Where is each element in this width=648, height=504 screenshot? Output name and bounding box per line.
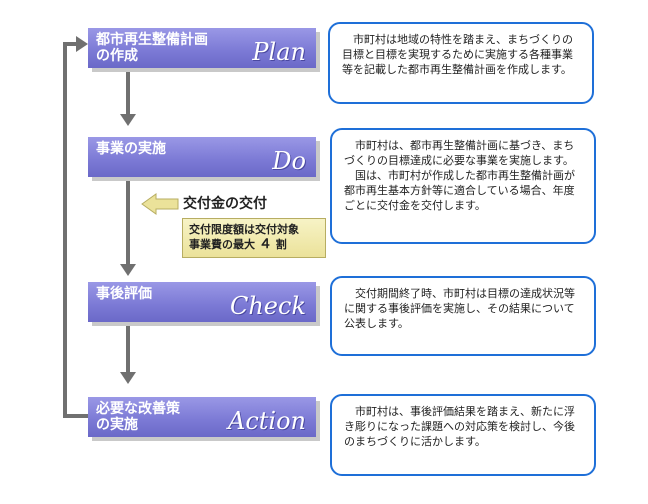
stage-plan: 都市再生整備計画 の作成 Plan [88, 28, 316, 68]
callout-line2-number: ４ [258, 237, 272, 252]
desc-do-text-2: 国は、市町村が作成した都市再生整備計画が都市再生基本方針等に適合している場合、年… [344, 169, 575, 212]
loop-line-vertical [63, 46, 67, 418]
stage-check-word: Check [229, 292, 306, 320]
stage-action-title: 必要な改善策 の実施 [96, 401, 180, 433]
loop-line-top [63, 42, 77, 46]
callout-line2-prefix: 事業費の最大 [189, 238, 255, 251]
arrow-check-action-head [120, 372, 136, 384]
desc-do: 市町村は、都市再生整備計画に基づき、まちづくりの目標達成に必要な事業を実施します… [330, 128, 596, 244]
stage-plan-title: 都市再生整備計画 の作成 [96, 32, 208, 64]
stage-do: 事業の実施 Do [88, 137, 316, 177]
arrow-plan-do-line [126, 72, 130, 116]
callout-line2: 事業費の最大 ４ 割 [189, 237, 325, 252]
callout-box: 交付限度額は交付対象 事業費の最大 ４ 割 [182, 218, 326, 258]
desc-plan: 市町村は地域の特性を踏まえ、まちづくりの目標と目標を実現するために実施する各種事… [328, 22, 594, 104]
desc-action-text: 市町村は、事後評価結果を踏まえ、新たに浮き彫りになった課題への対応策を検討し、今… [344, 405, 575, 448]
arrow-do-check-line [126, 180, 130, 266]
stage-check-title: 事後評価 [96, 286, 152, 302]
callout-line1: 交付限度額は交付対象 [189, 223, 299, 236]
desc-check-text: 交付期間終了時、市町村は目標の達成状況等に関する事後評価を実施し、その結果につい… [344, 287, 575, 330]
desc-action: 市町村は、事後評価結果を踏まえ、新たに浮き彫りになった課題への対応策を検討し、今… [330, 394, 596, 476]
loop-line-bottom [63, 414, 88, 418]
stage-do-title: 事業の実施 [96, 141, 166, 157]
desc-check: 交付期間終了時、市町村は目標の達成状況等に関する事後評価を実施し、その結果につい… [330, 276, 596, 356]
callout-line2-suffix: 割 [275, 238, 287, 251]
stage-action: 必要な改善策 の実施 Action [88, 397, 316, 437]
stage-action-word: Action [228, 407, 306, 435]
stage-do-word: Do [272, 147, 306, 175]
loop-arrow-head [76, 36, 88, 52]
desc-do-text-1: 市町村は、都市再生整備計画に基づき、まちづくりの目標達成に必要な事業を実施します… [344, 139, 575, 167]
desc-plan-text: 市町村は地域の特性を踏まえ、まちづくりの目標と目標を実現するために実施する各種事… [342, 33, 573, 76]
callout-arrow-icon [141, 193, 179, 215]
callout-title: 交付金の交付 [183, 196, 267, 212]
stage-plan-word: Plan [252, 38, 306, 66]
arrow-plan-do-head [120, 114, 136, 126]
arrow-do-check-head [120, 264, 136, 276]
stage-check: 事後評価 Check [88, 282, 316, 322]
arrow-check-action-line [126, 324, 130, 374]
